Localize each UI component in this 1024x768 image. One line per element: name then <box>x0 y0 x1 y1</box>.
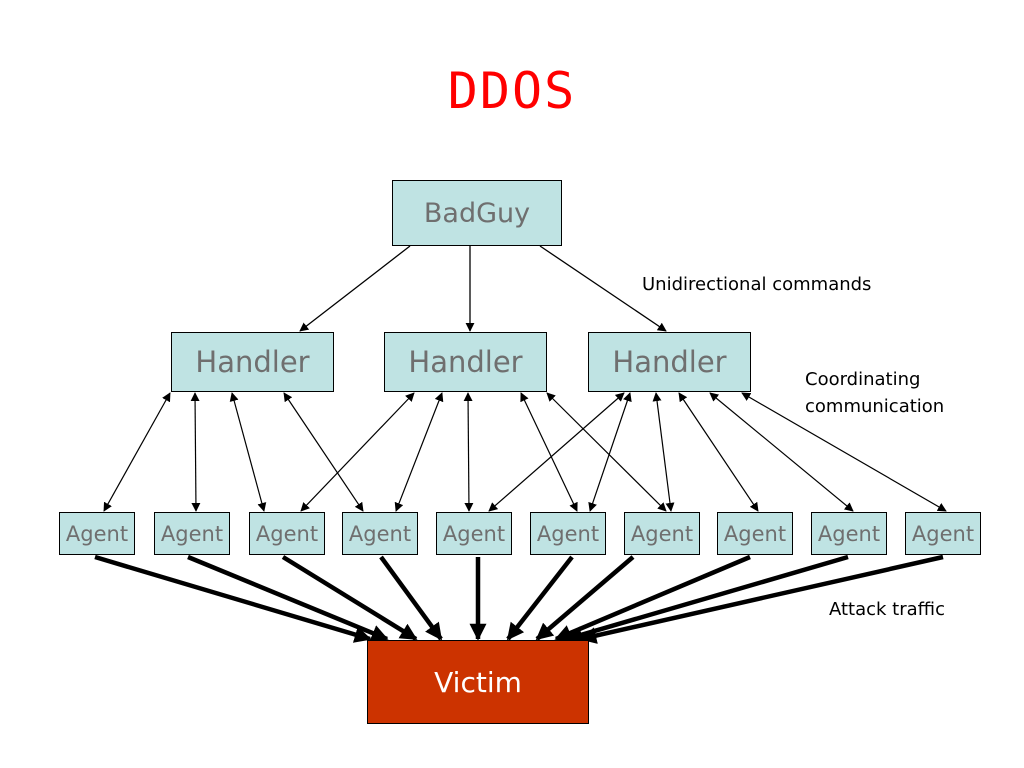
attack-arrow-1 <box>94 554 372 643</box>
coordination-edges <box>103 392 947 512</box>
command-arrow-1 <box>299 245 411 332</box>
agent-node-1: Agent <box>59 512 135 555</box>
attack-arrow-10 <box>579 554 944 644</box>
coordination-arrow-1 <box>103 392 171 512</box>
coordination-arrow-13 <box>678 392 759 512</box>
badguy-node: BadGuy <box>392 180 562 246</box>
attack-arrow-2 <box>187 554 389 642</box>
coordination-arrow-8 <box>520 392 578 512</box>
coordination-arrow-6 <box>394 392 444 512</box>
attack-arrow-7 <box>535 555 635 641</box>
command-edges <box>299 245 667 332</box>
annotation-coordinating-line2: communication <box>805 396 945 417</box>
command-arrow-3 <box>539 245 667 332</box>
agent-node-7: Agent <box>624 512 700 555</box>
coordination-arrow-9 <box>546 392 667 512</box>
annotation-attack-traffic: Attack traffic <box>829 599 945 620</box>
agent-node-3: Agent <box>249 512 325 555</box>
victim-node: Victim <box>367 640 589 724</box>
coordination-arrow-10 <box>488 392 625 512</box>
coordination-arrow-12 <box>652 392 675 512</box>
coordination-arrow-11 <box>588 392 632 512</box>
slide-title: DDOS <box>447 62 577 120</box>
handler-node-3: Handler <box>588 332 751 392</box>
attack-arrow-6 <box>506 555 574 641</box>
annotation-coordinating-communication: Coordinating communication <box>805 366 944 420</box>
handler-node-1: Handler <box>171 332 334 392</box>
annotation-coordinating-line1: Coordinating <box>805 369 921 390</box>
coordination-arrow-5 <box>300 392 415 512</box>
annotation-unidirectional-commands: Unidirectional commands <box>642 274 872 295</box>
attack-arrow-4 <box>379 555 443 641</box>
coordination-arrow-7 <box>463 392 474 512</box>
attack-arrow-8 <box>554 554 751 642</box>
agent-node-6: Agent <box>530 512 606 555</box>
attack-arrow-9 <box>565 554 849 643</box>
coordination-arrow-3 <box>229 392 267 512</box>
agent-node-2: Agent <box>154 512 230 555</box>
coordination-arrow-4 <box>283 392 364 512</box>
coordination-arrow-2 <box>190 392 201 512</box>
agent-node-5: Agent <box>436 512 512 555</box>
handler-node-2: Handler <box>384 332 547 392</box>
agent-node-8: Agent <box>717 512 793 555</box>
agent-node-4: Agent <box>342 512 418 555</box>
attack-arrow-3 <box>281 555 418 641</box>
coordination-arrow-15 <box>741 392 947 512</box>
attack-edges <box>94 554 944 644</box>
agent-node-9: Agent <box>811 512 887 555</box>
agent-node-10: Agent <box>905 512 981 555</box>
